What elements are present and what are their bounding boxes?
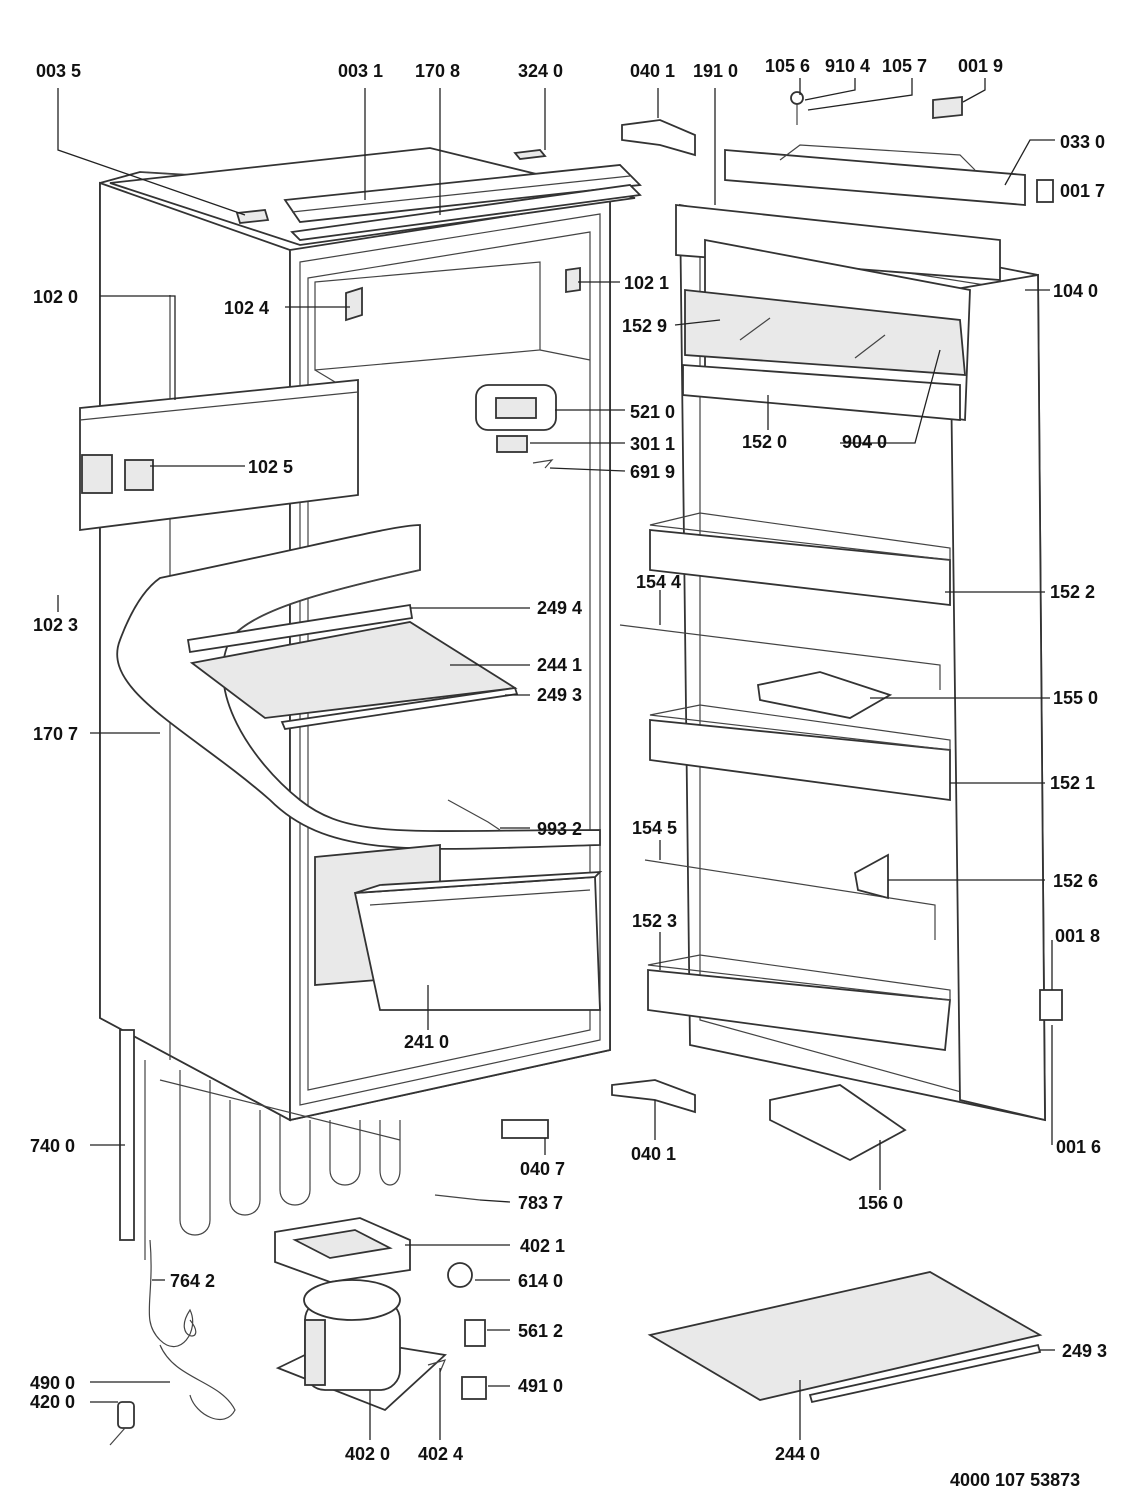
bottle-guard-1544 [619, 624, 941, 690]
label-9040: 904 0 [842, 432, 887, 452]
label-2440: 244 0 [775, 1444, 820, 1464]
hinge-bottom-0401 [611, 1079, 696, 1114]
label-0016: 001 6 [1056, 1137, 1101, 1157]
label-0035: 003 5 [36, 61, 81, 81]
label-1056: 105 6 [765, 56, 810, 76]
label-2494: 249 4 [537, 598, 582, 618]
glass-shelf-upper [186, 603, 519, 730]
hinge-top-0401 [621, 119, 696, 157]
label-1545: 154 5 [632, 818, 677, 838]
compressor-tray [274, 1217, 411, 1283]
label-3011: 301 1 [630, 434, 675, 454]
label-1521: 152 1 [1050, 773, 1095, 793]
label-1025: 102 5 [248, 457, 293, 477]
capacitor-wire [109, 1427, 126, 1446]
label-7642: 764 2 [170, 1271, 215, 1291]
label-3240: 324 0 [518, 61, 563, 81]
label-4020: 402 0 [345, 1444, 390, 1464]
door-shelf-1523 [647, 954, 951, 1052]
freezer-flap [79, 379, 359, 532]
label-7837: 783 7 [518, 1193, 563, 1213]
egg-tray-1550 [756, 671, 893, 719]
label-1040: 104 0 [1053, 281, 1098, 301]
compressor [275, 1279, 447, 1412]
label-4900: 490 0 [30, 1373, 75, 1393]
part-labels: 003 5 003 1 170 8 324 0 040 1 191 0 105 … [30, 56, 1107, 1490]
label-0407: 040 7 [520, 1159, 565, 1179]
label-1708: 170 8 [415, 61, 460, 81]
cover-4910 [461, 1376, 487, 1400]
label-2410: 241 0 [404, 1032, 449, 1052]
label-1529: 152 9 [622, 316, 667, 336]
cover-plate-0407 [501, 1119, 549, 1139]
label-1910: 191 0 [693, 61, 738, 81]
label-1522: 152 2 [1050, 582, 1095, 602]
label-5612: 561 2 [518, 1321, 563, 1341]
overload-5612 [464, 1319, 486, 1347]
label-1057: 105 7 [882, 56, 927, 76]
door-shelf-1522 [649, 512, 951, 607]
hinge-0018 [1039, 989, 1063, 1021]
crisper-drawer [314, 844, 603, 1011]
label-0330: 033 0 [1060, 132, 1105, 152]
capacitor [117, 1401, 135, 1429]
top-cover [109, 147, 642, 246]
divider-1526 [854, 853, 889, 900]
label-4021: 402 1 [520, 1236, 565, 1256]
label-1523: 152 3 [632, 911, 677, 931]
relay-6140 [447, 1262, 473, 1288]
label-0401-top: 040 1 [630, 61, 675, 81]
label-1707: 170 7 [33, 724, 78, 744]
cabinet-cutaway-curve [116, 524, 601, 850]
label-1526: 152 6 [1053, 871, 1098, 891]
label-1520: 152 0 [742, 432, 787, 452]
label-6919: 691 9 [630, 462, 675, 482]
control-unit [475, 384, 557, 469]
sensor-probe [447, 799, 501, 831]
label-4200: 420 0 [30, 1392, 75, 1412]
label-0017: 001 7 [1060, 181, 1105, 201]
pin-7837 [434, 1194, 481, 1201]
ice-tray [769, 1084, 907, 1162]
label-9104: 910 4 [825, 56, 870, 76]
label-9932: 993 2 [537, 819, 582, 839]
label-0031: 003 1 [338, 61, 383, 81]
label-5210: 521 0 [630, 402, 675, 422]
label-1021: 102 1 [624, 273, 669, 293]
door-shelf-1521 [649, 704, 951, 802]
label-2493-inner: 249 3 [537, 685, 582, 705]
label-1023: 102 3 [33, 615, 78, 635]
label-1544: 154 4 [636, 572, 681, 592]
bottle-guard-1545 [644, 859, 936, 940]
leader-lines [57, 78, 1055, 1440]
clip-4024 [427, 1359, 447, 1373]
hinge-bracket-top [724, 91, 1054, 206]
glass-shelf-bottom [647, 1271, 1043, 1404]
label-2441: 244 1 [537, 655, 582, 675]
label-1550: 155 0 [1053, 688, 1098, 708]
label-1024: 102 4 [224, 298, 269, 318]
label-2493-outer: 249 3 [1062, 1341, 1107, 1361]
label-0401-bottom: 040 1 [631, 1144, 676, 1164]
label-6140: 614 0 [518, 1271, 563, 1291]
label-4024: 402 4 [418, 1444, 463, 1464]
document-code: 4000 107 53873 [950, 1470, 1080, 1490]
label-0018: 001 8 [1055, 926, 1100, 946]
label-4910: 491 0 [518, 1376, 563, 1396]
dairy-compartment [682, 238, 971, 422]
label-1560: 156 0 [858, 1193, 903, 1213]
freezer-compartment [314, 261, 591, 386]
label-0019: 001 9 [958, 56, 1003, 76]
label-1020: 102 0 [33, 287, 78, 307]
condenser-coil [119, 1029, 401, 1260]
power-cable [159, 1344, 236, 1421]
label-7400: 740 0 [30, 1136, 75, 1156]
capillary-tube [148, 1239, 197, 1348]
